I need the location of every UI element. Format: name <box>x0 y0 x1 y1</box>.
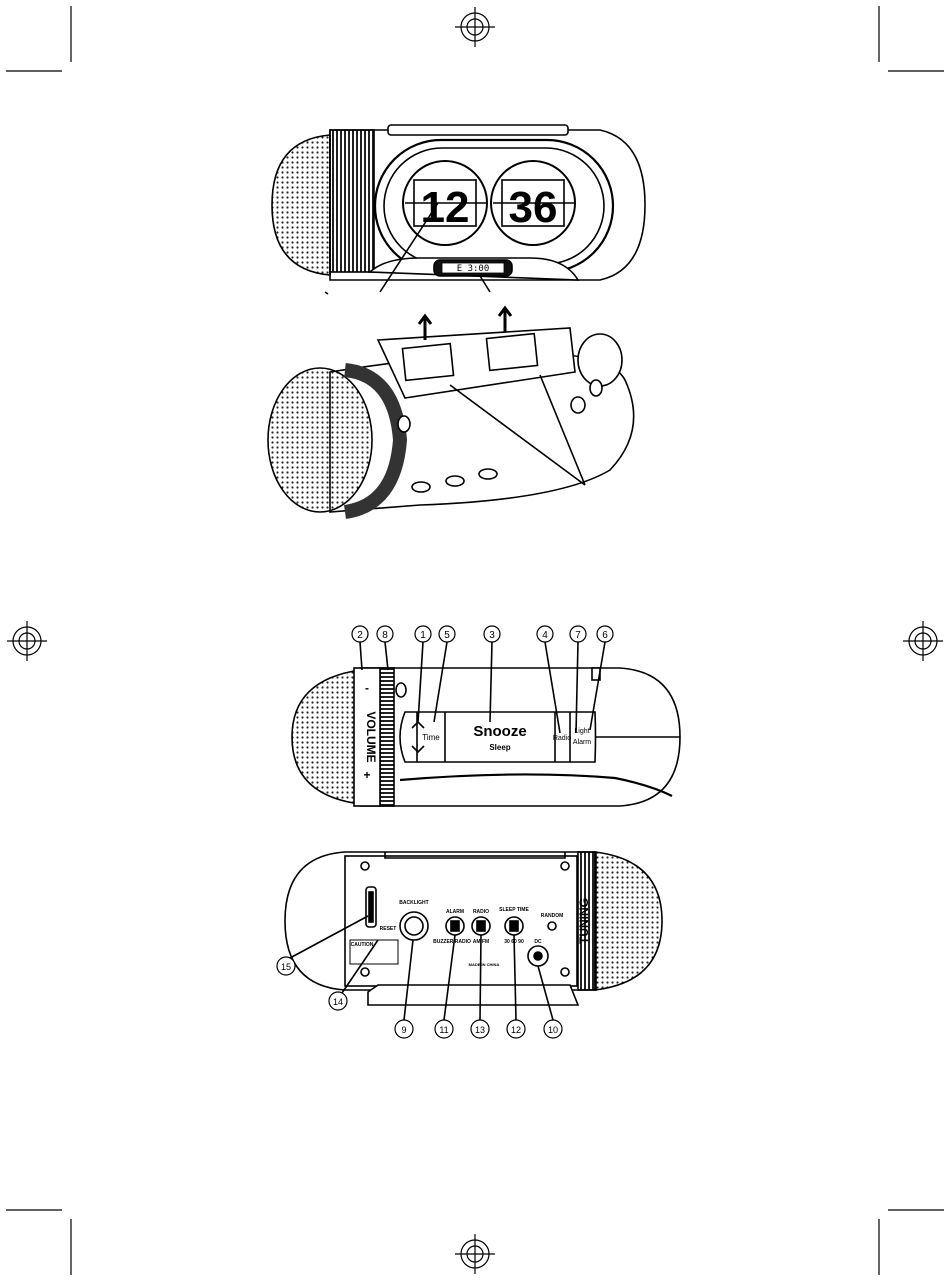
sleep-time-label: SLEEP TIME <box>499 907 529 913</box>
tuning-label: TUNING <box>577 898 591 944</box>
callout-5: 5 <box>444 630 450 641</box>
dc-label: DC <box>534 939 542 945</box>
radio-switch-label: RADIO <box>473 909 489 915</box>
flip-hour: 12 <box>421 183 470 232</box>
registration-mark-bottom <box>455 1234 495 1274</box>
callout-11: 11 <box>439 1025 448 1035</box>
sleep-button[interactable]: Sleep <box>489 743 510 752</box>
sleep-values-label: 30 60 90 <box>504 939 524 945</box>
am-fm-label: AM FM <box>473 939 489 945</box>
random-label: RANDOM <box>541 913 564 919</box>
top-callouts <box>352 626 613 642</box>
alarm-button[interactable]: Alarm <box>573 739 591 746</box>
registration-mark-top <box>455 7 495 47</box>
backlight-label: BACKLIGHT <box>399 900 428 906</box>
made-in-label: MADE IN CHINA <box>469 962 500 967</box>
battery-view-figure <box>268 308 634 512</box>
callout-10: 10 <box>548 1025 558 1035</box>
buzzer-radio-label: BUZZER RADIO <box>433 939 471 945</box>
reset-label: RESET <box>380 926 397 932</box>
snooze-button[interactable]: Snooze <box>473 723 526 740</box>
callout-15: 15 <box>281 962 291 972</box>
callout-1: 1 <box>420 630 426 641</box>
volume-minus-label: - <box>365 681 369 695</box>
volume-label: VOLUME <box>364 711 378 762</box>
callout-2: 2 <box>357 630 363 641</box>
callout-9: 9 <box>401 1025 406 1035</box>
registration-mark-left <box>7 621 47 661</box>
registration-mark-right <box>903 621 943 661</box>
flip-minute: 36 <box>509 183 558 232</box>
radio-button[interactable]: Radio <box>553 735 571 742</box>
callout-13: 13 <box>475 1025 485 1035</box>
time-button[interactable]: Time <box>422 733 440 742</box>
light-button[interactable]: Light <box>574 728 589 735</box>
callout-4: 4 <box>542 630 548 641</box>
callout-8: 8 <box>382 630 388 641</box>
alarm-switch-label: ALARM <box>446 909 464 915</box>
caution-label: CAUTION <box>351 942 374 948</box>
callout-6: 6 <box>602 630 608 641</box>
volume-plus-label: + <box>363 768 370 782</box>
callout-12: 12 <box>511 1025 521 1035</box>
callout-14: 14 <box>333 997 343 1007</box>
lcd-readout: E 3:00 <box>457 264 490 274</box>
callout-7: 7 <box>575 630 581 641</box>
callout-3: 3 <box>489 630 495 641</box>
